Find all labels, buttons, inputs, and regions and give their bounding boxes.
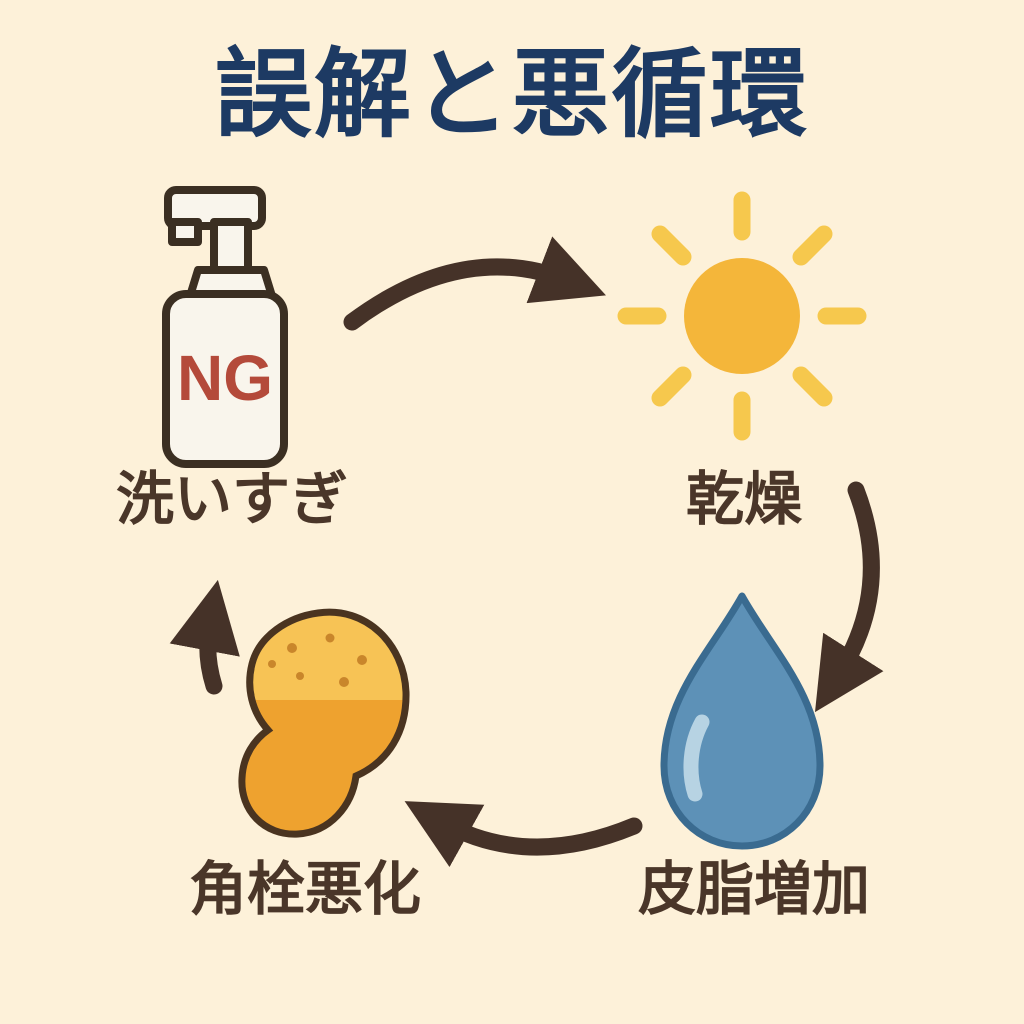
- sun-ray: [792, 366, 833, 407]
- ng-badge: NG: [177, 342, 273, 414]
- sun-ray: [651, 225, 692, 266]
- step-label-pore-clog-worsens: 角栓悪化: [188, 857, 421, 922]
- sebum-plug-icon: [238, 608, 410, 838]
- pump-bottle-ng-icon: NG: [162, 186, 288, 468]
- drop-highlight: [683, 714, 710, 802]
- sun-ray: [792, 225, 833, 266]
- bottle-spout-tip: [168, 218, 202, 246]
- water-drop-icon: [660, 592, 824, 850]
- step-label-overwashing: 洗いすぎ: [115, 467, 348, 532]
- page-title: 誤解と悪循環: [215, 40, 809, 149]
- plug-outline: [238, 608, 410, 838]
- cycle-arrows: [169, 236, 884, 868]
- sun-icon: [617, 191, 867, 441]
- sun-body: [684, 258, 800, 374]
- bottle-pump-stem: [210, 218, 252, 276]
- arrow-dry-to-sebum: [815, 481, 884, 713]
- step-label-dryness: 乾燥: [685, 467, 802, 532]
- drop-body: [660, 592, 824, 850]
- step-label-sebum-increase: 皮脂増加: [637, 857, 870, 922]
- arrow-sebum-to-clog: [404, 801, 643, 868]
- bottle-body: [162, 290, 288, 468]
- arrow-overwash-to-dry: [343, 236, 606, 331]
- sun-ray: [651, 366, 692, 407]
- arrow-clog-to-overwash: [169, 579, 240, 695]
- plug-dots: [268, 633, 367, 687]
